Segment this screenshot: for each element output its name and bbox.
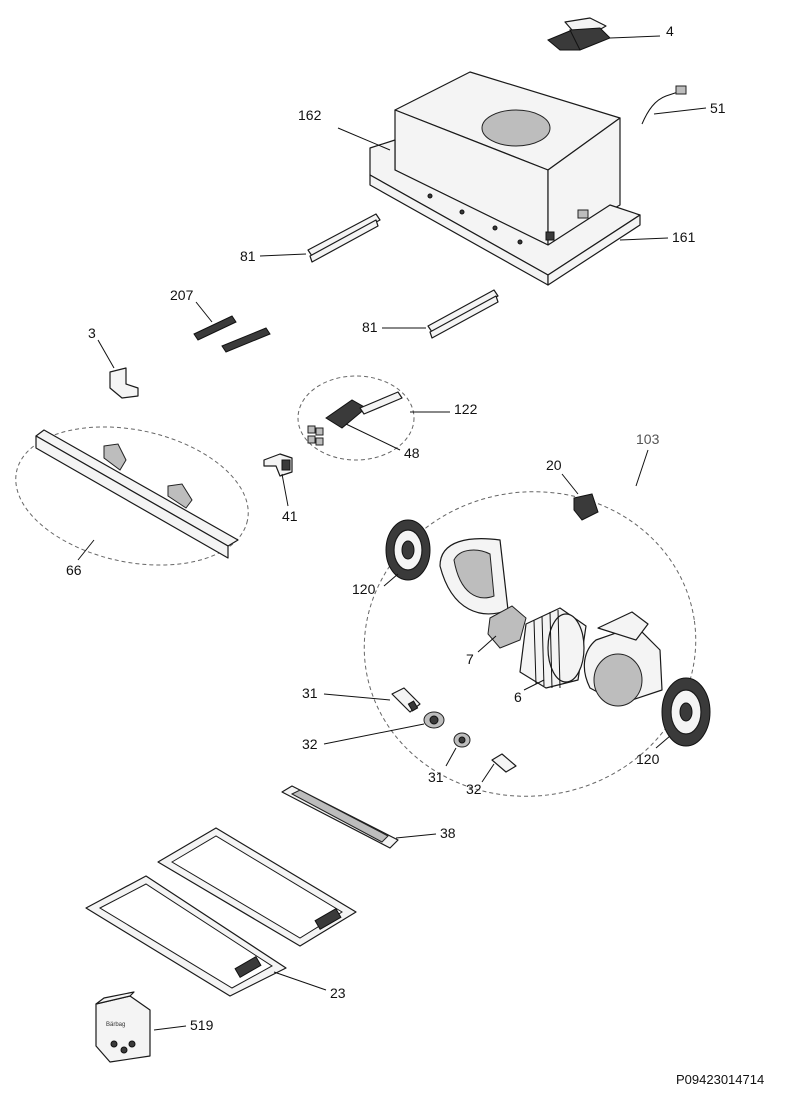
- callout-81-upper: 81: [240, 248, 256, 264]
- callout-103: 103: [636, 431, 660, 447]
- leader-32-lower: [481, 763, 495, 783]
- part-3-bracket[interactable]: [109, 367, 139, 399]
- callout-32-upper: 32: [302, 736, 318, 752]
- leader-81-upper: [259, 253, 307, 257]
- part-103-scroll-left[interactable]: [439, 538, 509, 615]
- callout-23: 23: [330, 985, 346, 1001]
- leader-6: [523, 679, 545, 691]
- part-32-holder-upper[interactable]: [423, 711, 445, 729]
- callout-207: 207: [170, 287, 194, 303]
- part-120-carbon-filter-right[interactable]: [661, 677, 711, 747]
- leader-103: [635, 449, 649, 487]
- leader-161: [619, 237, 669, 241]
- leader-31-lower: [445, 747, 457, 767]
- leader-66: [77, 539, 95, 561]
- part-38-gasket[interactable]: [281, 785, 399, 849]
- callout-161: 161: [672, 229, 696, 245]
- callout-66: 66: [66, 562, 82, 578]
- part-4-grille[interactable]: [547, 17, 611, 51]
- part-103-scroll-right[interactable]: [583, 611, 663, 707]
- callout-51: 51: [710, 100, 726, 116]
- part-23-grease-filters[interactable]: [85, 827, 357, 997]
- leader-20: [561, 473, 579, 495]
- callout-4: 4: [666, 23, 674, 39]
- leader-23: [273, 971, 327, 991]
- leader-120-left: [383, 573, 399, 587]
- leader-51: [653, 107, 707, 115]
- leader-519: [153, 1025, 187, 1031]
- callout-48: 48: [404, 445, 420, 461]
- group-66-outline: [15, 426, 249, 566]
- part-31-bulb-upper[interactable]: [391, 687, 421, 713]
- leader-38: [395, 833, 437, 839]
- bag-label: Bärbag: [106, 1022, 125, 1028]
- group-122-outline: [297, 375, 415, 461]
- part-66-front-panel[interactable]: [35, 429, 239, 559]
- leader-162: [337, 127, 391, 151]
- part-81-rail-lower[interactable]: [427, 289, 499, 339]
- part-207-clips[interactable]: [193, 315, 271, 353]
- part-120-carbon-filter-left[interactable]: [385, 519, 431, 581]
- part-41-bracket[interactable]: [263, 453, 293, 477]
- part-81-rail-upper[interactable]: [307, 213, 381, 263]
- part-6-blower-wheel[interactable]: [519, 607, 587, 689]
- leader-41: [281, 473, 289, 507]
- callout-41: 41: [282, 508, 298, 524]
- part-51-cable[interactable]: [641, 85, 687, 125]
- group-103-outline: [363, 491, 697, 797]
- callout-519: 519: [190, 1017, 214, 1033]
- part-48-lamp[interactable]: [307, 391, 403, 446]
- callout-31-lower: 31: [428, 769, 444, 785]
- callout-6: 6: [514, 689, 522, 705]
- callout-38: 38: [440, 825, 456, 841]
- callout-120-left: 120: [352, 581, 376, 597]
- leader-7: [477, 635, 497, 653]
- callout-31-upper: 31: [302, 685, 318, 701]
- leader-207: [195, 301, 213, 323]
- callout-162: 162: [298, 107, 322, 123]
- callout-122: 122: [454, 401, 478, 417]
- leader-32-upper: [323, 723, 425, 745]
- leader-120-right: [655, 735, 671, 749]
- part-7-capacitor[interactable]: [487, 605, 527, 649]
- leader-48: [345, 423, 401, 451]
- callout-120-right: 120: [636, 751, 660, 767]
- part-31-bulb-lower[interactable]: [453, 732, 471, 748]
- leader-31-upper: [323, 693, 391, 701]
- callout-81-lower: 81: [362, 319, 378, 335]
- callout-7: 7: [466, 651, 474, 667]
- document-code: P09423014714: [676, 1072, 765, 1087]
- part-32-holder-lower[interactable]: [491, 753, 517, 773]
- part-20-switch[interactable]: [573, 493, 599, 521]
- callout-20: 20: [546, 457, 562, 473]
- callout-32-lower: 32: [466, 781, 482, 797]
- leader-3: [97, 339, 115, 369]
- leader-4: [609, 35, 661, 39]
- part-162-hood-housing[interactable]: [369, 71, 641, 286]
- part-519-hardware-bag[interactable]: Bärbag: [95, 991, 151, 1063]
- callout-3: 3: [88, 325, 96, 341]
